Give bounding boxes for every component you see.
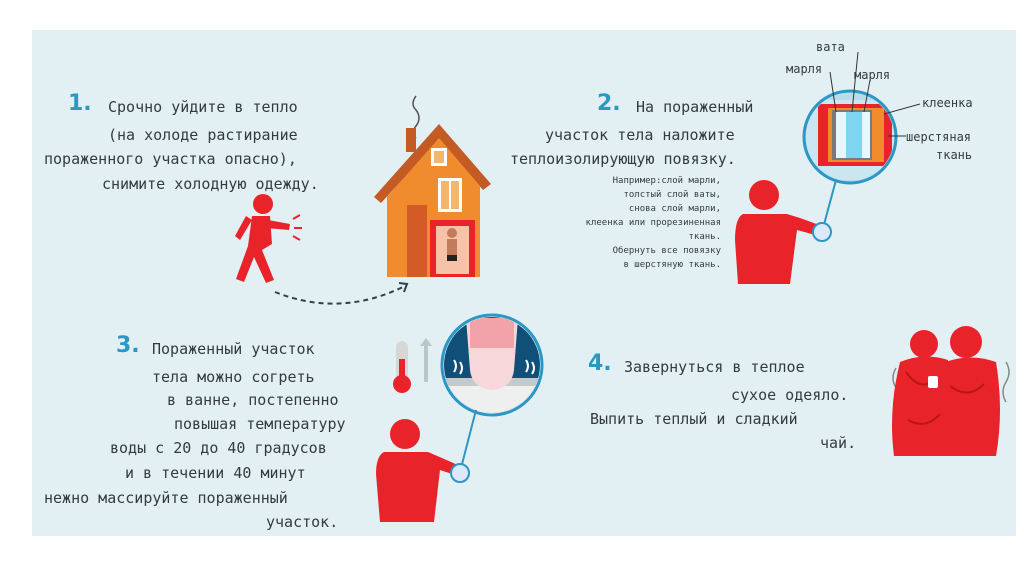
step3-line: повышая температуру [174,415,346,433]
bandage-layers-icon [802,51,921,185]
person-bath-icon [376,419,460,522]
label-vata: вата [816,40,845,54]
step2-line: На пораженный [636,98,754,116]
step4-line: сухое одеяло. [731,386,849,404]
step3-line: в ванне, постепенно [167,391,339,409]
dashed-arrow [274,285,406,305]
step4-line: чай. [820,434,857,452]
step4-line: Выпить теплый и сладкий [590,410,798,428]
label-marlya-left: марля [786,62,823,76]
step3-line: и в течении 40 минут [125,464,306,482]
label-wool-2: ткань [936,148,973,162]
step4-number: 4. [588,351,612,376]
step3-line: участок. [266,513,339,531]
step1-line: пораженного участка опасно), [44,150,297,168]
step3-line: Пораженный участок [152,340,315,358]
step3-line: воды с 20 до 40 градусов [110,439,327,457]
label-wool-1: шерстяная [906,130,972,144]
step4-line: Завернуться в теплое [624,358,805,376]
couple-blanket-icon [892,326,1010,456]
person-bandage-icon [735,180,822,284]
step2-line: участок тела наложите [545,126,735,144]
thermometer-icon [393,338,432,393]
step1-line: снимите холодную одежду. [102,175,319,193]
step3-line: тела можно согреть [152,368,315,386]
step3-line: нежно массируйте пораженный [44,489,288,507]
step1-number: 1. [68,91,92,116]
bath-icon [440,313,544,417]
label-marlya-right: марля [854,68,891,82]
step1-line: Срочно уйдите в тепло [108,98,298,116]
house-icon [374,95,491,277]
running-person-icon [235,194,302,283]
step3-number: 3. [116,333,140,358]
step1-line: (на холоде растирание [108,126,298,144]
step2-number: 2. [597,91,621,116]
step2-note: Например:слой марли, толстый слой ваты, … [585,176,721,270]
label-kleenka: клеенка [922,96,973,110]
step2-line: теплоизолирующую повязку. [510,150,736,168]
